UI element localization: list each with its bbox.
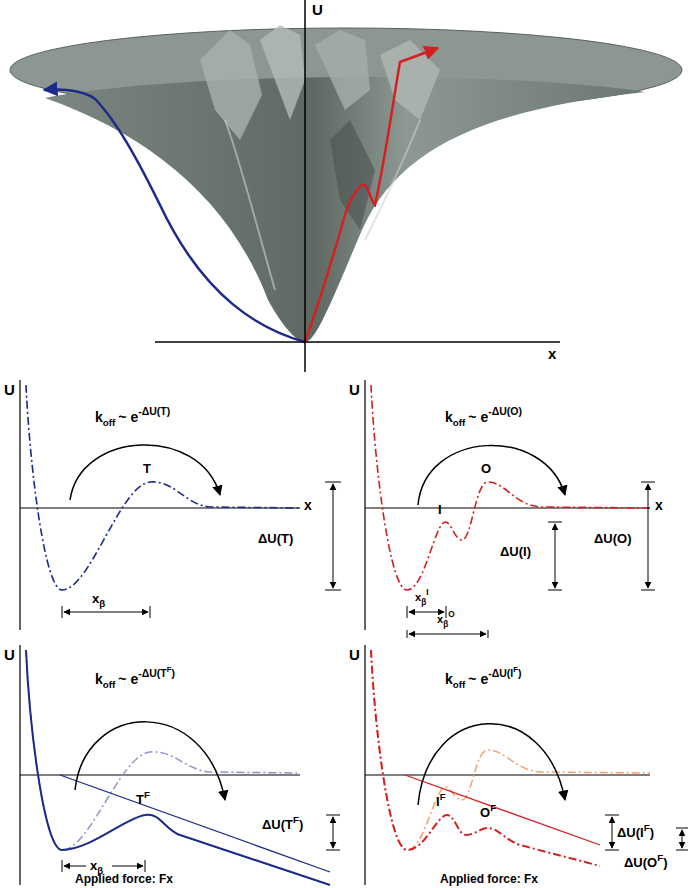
label: T (143, 461, 151, 476)
label-group: U (349, 647, 360, 662)
label: F (490, 802, 496, 813)
label-group: ΔU(O) (594, 532, 632, 545)
label: ~ e (468, 409, 488, 425)
label: k (445, 409, 453, 425)
label: ΔU(T) (258, 531, 293, 546)
label: O (481, 461, 491, 476)
label: U (349, 381, 360, 398)
label: ) (650, 825, 654, 840)
label-group: x (304, 498, 312, 512)
label: x (304, 497, 312, 513)
label: -ΔU(T) (138, 405, 170, 417)
label-group: ΔU(IF) (617, 826, 654, 839)
label-group: koff~ e-ΔU(TF) (95, 672, 175, 686)
label-group: x (548, 346, 556, 361)
label: U (4, 381, 15, 398)
label: ΔU(O) (594, 531, 632, 546)
label-group: U (4, 382, 15, 397)
label: ) (663, 855, 667, 870)
label: ) (299, 817, 303, 832)
label: -ΔU(T (138, 667, 167, 679)
label: k (95, 409, 103, 425)
label: U (349, 646, 360, 663)
panel-bound-force (365, 645, 688, 885)
label: ) (171, 667, 175, 679)
label: F (657, 852, 663, 863)
label-group: Applied force: Fx (75, 873, 173, 885)
label-group: ΔU(OF) (624, 856, 668, 869)
label: ΔU(O (624, 855, 657, 870)
label: I (438, 502, 442, 517)
panel-unbound-pathway (20, 380, 341, 630)
label: ~ e (468, 671, 488, 687)
label-group: Applied force: Fx (440, 873, 538, 885)
label: F (440, 791, 446, 802)
label-group: T (143, 462, 151, 475)
label: k (445, 671, 453, 687)
panel-unbound-force (20, 645, 340, 885)
label-group: TF (136, 793, 150, 806)
label: U (312, 1, 323, 18)
label: β (443, 620, 448, 629)
label: off (103, 679, 116, 690)
energy-landscape (10, 0, 682, 372)
label: β (99, 598, 105, 609)
label-group: x (655, 498, 663, 512)
label-group: xβO (437, 614, 455, 625)
label: β (421, 598, 426, 607)
label: x (548, 345, 556, 362)
label: ) (518, 667, 522, 679)
label-group: xβ (90, 859, 103, 872)
label: F (144, 789, 150, 800)
label-group: U (349, 382, 360, 397)
label: I (426, 588, 428, 597)
label: ΔU(I) (500, 544, 531, 559)
panel-bound-pathway (365, 380, 655, 638)
label: F (644, 822, 650, 833)
label: O (448, 610, 454, 619)
label-group: koff~ e-ΔU(T) (95, 410, 170, 424)
label: ~ e (118, 409, 138, 425)
label: F (513, 665, 518, 674)
label-group: koff~ e-ΔU(IF) (445, 672, 521, 686)
label: off (453, 679, 466, 690)
label: x (437, 613, 443, 625)
label: ΔU(T (262, 817, 293, 832)
label: Applied force: Fx (75, 872, 173, 886)
label-group: xβ (92, 592, 105, 605)
label-group: U (4, 647, 15, 662)
label: x (415, 591, 421, 603)
label: I (436, 794, 440, 809)
label-group: xβI (415, 592, 428, 603)
label-group: ΔU(TF) (262, 818, 303, 831)
label-group: U (312, 2, 323, 17)
label: T (136, 792, 144, 807)
label: -ΔU(I (488, 667, 513, 679)
label-group: koff~ e-ΔU(O) (445, 410, 522, 424)
label: x (90, 858, 97, 873)
label: F (167, 665, 172, 674)
label-group: O (481, 462, 491, 475)
label-group: ΔU(T) (258, 532, 293, 545)
label: ~ e (118, 671, 138, 687)
label: off (453, 417, 466, 428)
label: U (4, 646, 15, 663)
label-group: IF (436, 795, 446, 808)
label: ΔU(I (617, 825, 644, 840)
label-group: OF (480, 806, 496, 819)
label: Applied force: Fx (440, 872, 538, 886)
label: O (480, 805, 490, 820)
label: -ΔU(O) (488, 405, 522, 417)
label-group: I (438, 503, 442, 516)
label-group: ΔU(I) (500, 545, 531, 558)
label: F (293, 814, 299, 825)
label: x (655, 497, 663, 513)
label: x (92, 591, 99, 606)
label: off (103, 417, 116, 428)
label: k (95, 671, 103, 687)
